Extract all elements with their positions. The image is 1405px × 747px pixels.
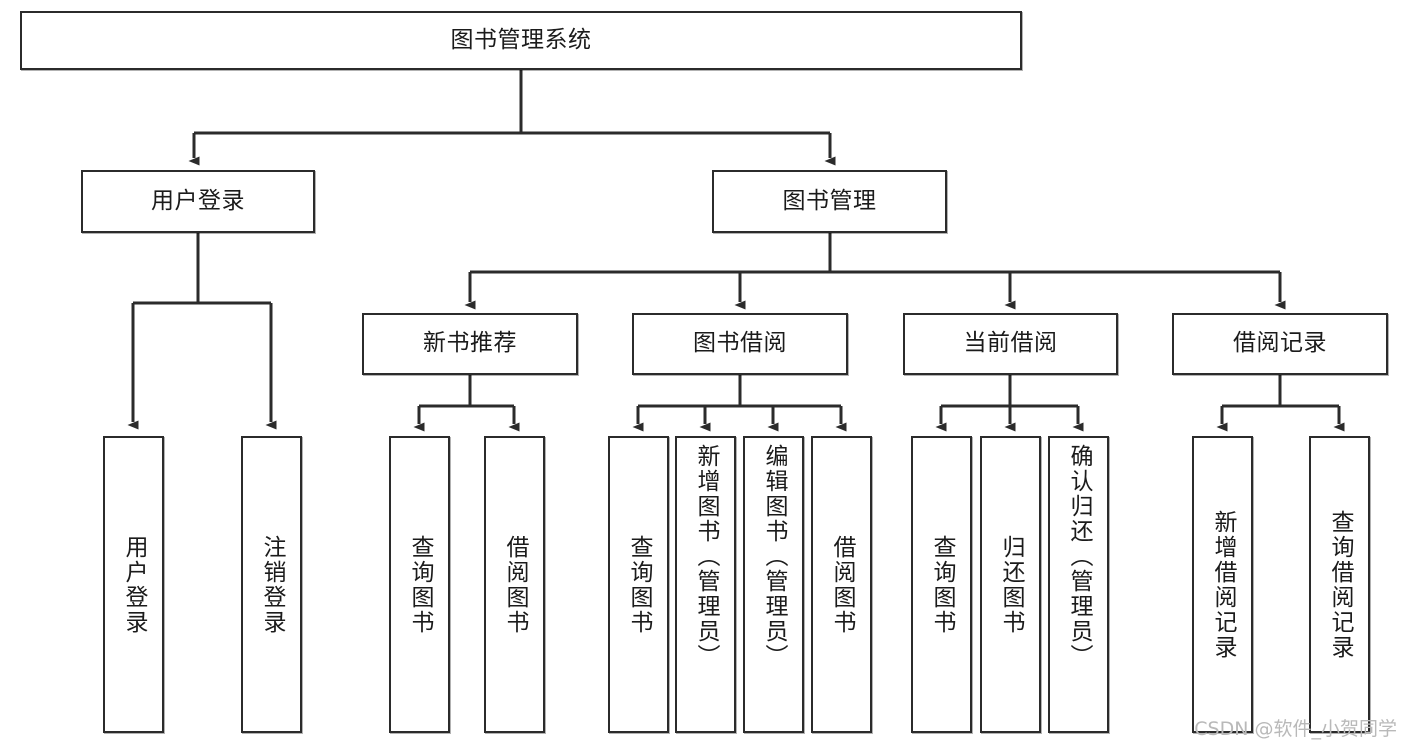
leaf-book-borrow-add-book-admin[interactable]: 新增图书（管理员）: [675, 436, 736, 733]
leaf-current-borrow-confirm-return-admin[interactable]: 确认归还（管理员）: [1048, 436, 1109, 733]
node-label: 用户登录: [121, 534, 147, 635]
leaf-user-login-login[interactable]: 用户登录: [103, 436, 164, 733]
node-label: 新增借阅记录: [1210, 509, 1236, 660]
node-root-system[interactable]: 图书管理系统: [20, 11, 1022, 70]
node-label: 归还图书: [998, 534, 1024, 635]
node-new-book-recommend[interactable]: 新书推荐: [362, 313, 578, 375]
node-label: 借阅图书: [502, 534, 528, 635]
leaf-current-borrow-query-book[interactable]: 查询图书: [911, 436, 972, 733]
node-label: 借阅图书: [829, 534, 855, 635]
node-label: 查询图书: [929, 534, 955, 635]
node-label: 借阅记录: [1233, 330, 1327, 357]
leaf-book-borrow-query-book[interactable]: 查询图书: [608, 436, 669, 733]
node-label: 确认归还（管理员）: [1066, 444, 1092, 669]
leaf-current-borrow-return-book[interactable]: 归还图书: [980, 436, 1041, 733]
node-label: 查询图书: [407, 534, 433, 635]
node-label: 图书借阅: [693, 330, 787, 357]
node-label: 注销登录: [259, 534, 285, 635]
node-label: 查询图书: [626, 534, 652, 635]
node-label: 用户登录: [151, 187, 245, 214]
leaf-user-login-logout[interactable]: 注销登录: [241, 436, 302, 733]
watermark-text: CSDN @软件_小贺同学: [1194, 718, 1397, 740]
node-label: 新书推荐: [423, 330, 517, 357]
leaf-borrow-record-add-record[interactable]: 新增借阅记录: [1192, 436, 1253, 733]
node-current-borrow[interactable]: 当前借阅: [903, 313, 1118, 375]
node-label: 图书管理系统: [450, 26, 592, 53]
leaf-new-book-borrow-book[interactable]: 借阅图书: [484, 436, 545, 733]
node-book-borrow[interactable]: 图书借阅: [632, 313, 848, 375]
node-label: 编辑图书（管理员）: [761, 444, 787, 669]
leaf-borrow-record-query-record[interactable]: 查询借阅记录: [1309, 436, 1370, 733]
leaf-new-book-query-book[interactable]: 查询图书: [389, 436, 450, 733]
leaf-book-borrow-borrow-book[interactable]: 借阅图书: [811, 436, 872, 733]
node-borrow-record[interactable]: 借阅记录: [1172, 313, 1388, 375]
node-user-login[interactable]: 用户登录: [81, 170, 315, 233]
node-label: 查询借阅记录: [1327, 509, 1353, 660]
node-label: 当前借阅: [963, 330, 1058, 357]
leaf-book-borrow-edit-book-admin[interactable]: 编辑图书（管理员）: [743, 436, 804, 733]
node-book-management[interactable]: 图书管理: [712, 170, 947, 233]
node-label: 新增图书（管理员）: [693, 444, 719, 669]
node-label: 图书管理: [782, 187, 877, 214]
